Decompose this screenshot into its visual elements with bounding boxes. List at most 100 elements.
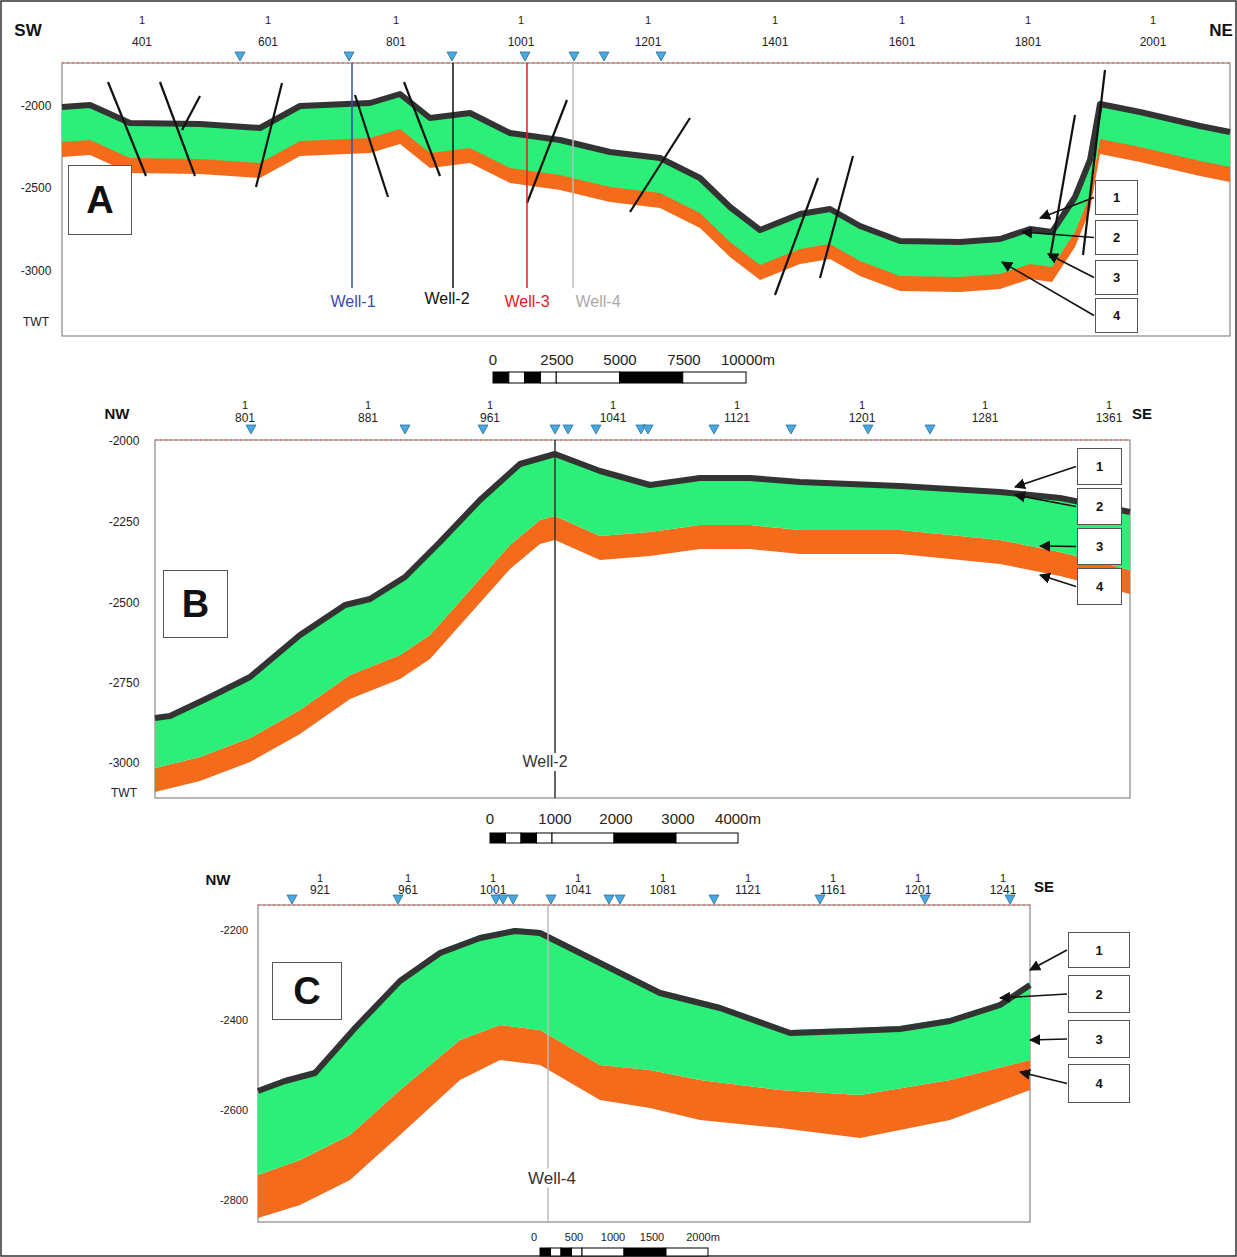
trace-tick: 1 bbox=[899, 15, 905, 26]
shotpoint-marker bbox=[656, 52, 666, 61]
scale-value: 10000m bbox=[721, 352, 775, 367]
trace-tick: 1 bbox=[487, 400, 493, 411]
callout-number: 1 bbox=[1095, 944, 1102, 957]
trace-tick: 1 bbox=[490, 873, 496, 884]
leader-arrow bbox=[1015, 467, 1076, 488]
panel-letter: A bbox=[86, 181, 113, 219]
section-frame bbox=[258, 905, 1030, 1222]
leader-arrow bbox=[1015, 495, 1076, 507]
shotpoint-marker bbox=[1005, 895, 1015, 904]
scale-value: 2000m bbox=[686, 1232, 720, 1243]
trace-number: 1041 bbox=[565, 884, 592, 896]
fault-line bbox=[820, 156, 853, 278]
scale-value: 1000 bbox=[601, 1232, 625, 1243]
panel-label-box: B bbox=[163, 570, 228, 638]
trace-number: 1601 bbox=[889, 36, 916, 48]
scale-value: 3000 bbox=[661, 811, 694, 826]
callout-number: 2 bbox=[1095, 988, 1102, 1001]
shotpoint-marker bbox=[920, 895, 930, 904]
callout-box: 2 bbox=[1068, 975, 1130, 1013]
shotpoint-marker bbox=[643, 425, 653, 434]
trace-number: 1281 bbox=[972, 412, 999, 424]
green-layer bbox=[62, 92, 1230, 277]
trace-tick: 1 bbox=[518, 15, 524, 26]
scale-bar bbox=[683, 372, 746, 383]
scale-bar bbox=[614, 833, 676, 843]
shotpoint-marker bbox=[246, 425, 256, 434]
twt-value: -3000 bbox=[109, 757, 140, 769]
callout-box: 2 bbox=[1095, 220, 1138, 255]
callout-number: 1 bbox=[1113, 191, 1120, 204]
top-horizon bbox=[62, 94, 1230, 242]
callout-box: 3 bbox=[1068, 1020, 1130, 1058]
shotpoint-marker bbox=[498, 895, 508, 904]
well-line bbox=[351, 63, 353, 288]
callout-number: 3 bbox=[1096, 540, 1103, 553]
scale-bar bbox=[493, 372, 509, 383]
section-frame bbox=[155, 440, 1130, 798]
scale-bar bbox=[521, 833, 537, 843]
trace-number: 1801 bbox=[1015, 36, 1042, 48]
well-label: Well-4 bbox=[573, 293, 622, 311]
scale-bar bbox=[620, 372, 683, 383]
panel-letter: B bbox=[182, 585, 209, 623]
well-label: Well-4 bbox=[526, 1169, 578, 1188]
direction-label: NW bbox=[105, 406, 130, 421]
twt-value: -2600 bbox=[220, 1105, 248, 1116]
green-layer bbox=[155, 452, 1130, 768]
callout-number: 3 bbox=[1113, 271, 1120, 284]
shotpoint-marker bbox=[344, 52, 354, 61]
scale-value: 500 bbox=[565, 1232, 583, 1243]
scale-value: 4000m bbox=[715, 811, 761, 826]
trace-number: 1001 bbox=[480, 884, 507, 896]
callout-box: 4 bbox=[1095, 298, 1138, 333]
callout-box: 4 bbox=[1077, 568, 1122, 605]
scale-value: 2500 bbox=[540, 352, 573, 367]
trace-number: 401 bbox=[132, 36, 152, 48]
trace-number: 2001 bbox=[1140, 36, 1167, 48]
scale-value: 0 bbox=[486, 811, 494, 826]
trace-tick: 1 bbox=[365, 400, 371, 411]
trace-tick: 1 bbox=[1025, 15, 1031, 26]
panel-letter: C bbox=[293, 972, 320, 1010]
fault-line bbox=[775, 178, 818, 295]
section-frame bbox=[62, 63, 1230, 336]
trace-number: 1401 bbox=[762, 36, 789, 48]
twt-value: -2800 bbox=[220, 1195, 248, 1206]
trace-tick: 1 bbox=[645, 15, 651, 26]
callout-box: 1 bbox=[1068, 932, 1130, 968]
trace-number: 1361 bbox=[1096, 412, 1123, 424]
fault-line bbox=[630, 118, 690, 212]
trace-number: 1201 bbox=[635, 36, 662, 48]
shotpoint-marker bbox=[235, 52, 245, 61]
trace-number: 801 bbox=[235, 412, 255, 424]
trace-tick: 1 bbox=[317, 873, 323, 884]
fault-line bbox=[256, 83, 282, 187]
scale-value: 2000 bbox=[599, 811, 632, 826]
trace-tick: 1 bbox=[242, 400, 248, 411]
fault-line bbox=[182, 96, 200, 130]
callout-box: 1 bbox=[1077, 448, 1122, 485]
trace-number: 921 bbox=[310, 884, 330, 896]
callout-number: 4 bbox=[1095, 1077, 1102, 1090]
scale-value: 7500 bbox=[667, 352, 700, 367]
trace-number: 1241 bbox=[990, 884, 1017, 896]
twt-value: -2250 bbox=[109, 516, 140, 528]
fault-line bbox=[160, 82, 195, 176]
shotpoint-marker bbox=[863, 425, 873, 434]
twt-value: -2750 bbox=[109, 677, 140, 689]
leader-arrow bbox=[1020, 1072, 1067, 1084]
trace-number: 1121 bbox=[735, 884, 761, 896]
twt-value: -2400 bbox=[220, 1015, 248, 1026]
scale-value: 1000 bbox=[538, 811, 571, 826]
well-line bbox=[526, 63, 528, 288]
well-label: Well-2 bbox=[520, 753, 569, 771]
trace-number: 1201 bbox=[849, 412, 876, 424]
top-horizon bbox=[258, 931, 1030, 1091]
green-layer bbox=[258, 928, 1030, 1175]
shotpoint-marker bbox=[591, 425, 601, 434]
shotpoint-marker bbox=[520, 52, 530, 61]
trace-tick: 1 bbox=[575, 873, 581, 884]
direction-label: SE bbox=[1132, 406, 1152, 421]
